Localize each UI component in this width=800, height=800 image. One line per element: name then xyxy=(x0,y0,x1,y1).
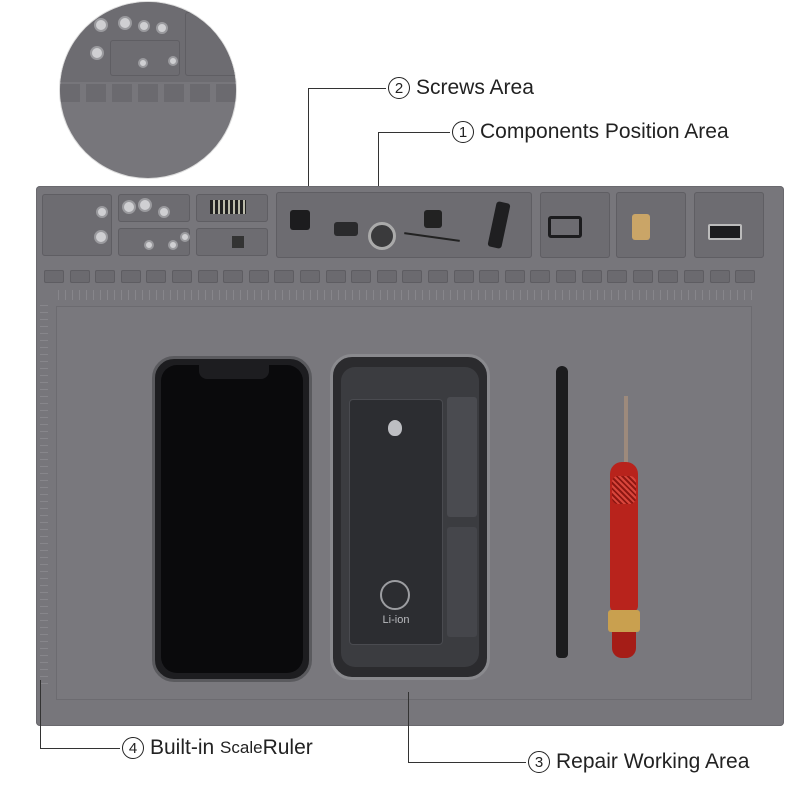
screw-slot xyxy=(581,270,602,283)
callout-number: 2 xyxy=(388,77,410,99)
screw-slot xyxy=(453,270,474,283)
callout-line xyxy=(308,88,309,264)
callout-screws-area: 2 Screws Area xyxy=(388,76,534,100)
screw xyxy=(168,240,178,250)
callout-line xyxy=(378,132,379,188)
screw-slot xyxy=(684,270,704,283)
rear-camera-component xyxy=(632,214,650,240)
screw-slot xyxy=(248,270,269,283)
screwdriver-cap xyxy=(608,610,640,632)
flex-cable-component xyxy=(290,210,310,230)
callout-components-area: 1 Components Position Area xyxy=(452,120,729,144)
phone-notch xyxy=(199,365,269,379)
screw-slot xyxy=(95,270,116,283)
screw-slot xyxy=(146,270,167,283)
screw xyxy=(138,198,152,212)
components-compartment-large xyxy=(276,192,532,258)
screw-slot xyxy=(300,270,320,283)
screwdriver-grip xyxy=(612,476,636,504)
camera-component xyxy=(368,222,396,250)
screw-slot xyxy=(325,270,346,283)
screw xyxy=(94,230,108,244)
spudger-tool xyxy=(556,366,568,658)
callout-label: Screws Area xyxy=(416,76,534,99)
screw-slot xyxy=(709,270,730,283)
callout-label: Components Position Area xyxy=(480,120,729,143)
recycle-icon xyxy=(380,580,410,610)
screw-slot xyxy=(428,270,448,283)
callout-repair-working-area: 3 Repair Working Area xyxy=(528,750,749,774)
battery-label: Li-ion xyxy=(382,614,410,626)
screw xyxy=(122,200,136,214)
zoom-compartment xyxy=(185,12,236,76)
small-chip-component xyxy=(232,236,244,248)
screw-slot xyxy=(479,270,500,283)
callout-label: Repair Working Area xyxy=(556,750,750,773)
screw-slot xyxy=(402,270,423,283)
shield-plate xyxy=(447,527,477,637)
callout-label: Ruler xyxy=(262,736,313,759)
screw-slot xyxy=(351,270,372,283)
screw-slot xyxy=(632,270,653,283)
connector-component xyxy=(210,200,246,214)
speaker-component xyxy=(708,224,742,240)
zoomed-screws-detail xyxy=(60,2,236,178)
screw-slot xyxy=(607,270,628,283)
screw-slot xyxy=(658,270,679,283)
screwdriver-shaft xyxy=(624,396,628,466)
screw-slot xyxy=(172,270,192,283)
callout-line xyxy=(408,692,409,762)
screw-slot xyxy=(69,270,90,283)
screw-slot xyxy=(197,270,218,283)
compartment xyxy=(616,192,686,258)
screw-slot xyxy=(223,270,244,283)
screw xyxy=(180,232,190,242)
battery: Li-ion xyxy=(349,399,443,645)
screw-slot xyxy=(504,270,525,283)
compartment xyxy=(540,192,610,258)
sensor-component xyxy=(424,210,442,228)
screw-slot xyxy=(556,270,576,283)
top-scale-ruler xyxy=(58,290,758,300)
callout-line xyxy=(308,88,386,89)
phone-screen xyxy=(161,365,303,673)
screw-slot xyxy=(120,270,141,283)
shield-plate xyxy=(447,397,477,517)
screw-slot xyxy=(735,270,756,283)
apple-logo-icon xyxy=(388,420,402,436)
screw-slot xyxy=(274,270,295,283)
callout-line xyxy=(378,132,450,133)
screw-slot xyxy=(44,270,64,283)
compartment xyxy=(42,194,112,256)
callout-line xyxy=(40,748,120,749)
screw xyxy=(158,206,170,218)
callout-number: 4 xyxy=(122,737,144,759)
screw xyxy=(144,240,154,250)
phone-internals: Li-ion xyxy=(330,354,490,680)
phone-front xyxy=(152,356,312,682)
callout-label: Built-in xyxy=(150,736,215,759)
compartment xyxy=(118,228,190,256)
sim-tray-component xyxy=(548,216,582,238)
screw-slot xyxy=(530,270,551,283)
screw xyxy=(96,206,108,218)
screw-slot xyxy=(376,270,397,283)
callout-number: 1 xyxy=(452,121,474,143)
flex-cable-component xyxy=(334,222,358,236)
callout-line xyxy=(408,762,526,763)
callout-number: 3 xyxy=(528,751,550,773)
callout-label: Scale xyxy=(220,738,263,757)
left-scale-ruler xyxy=(40,305,48,685)
screwdriver-end xyxy=(612,632,636,658)
callout-line xyxy=(40,680,41,748)
